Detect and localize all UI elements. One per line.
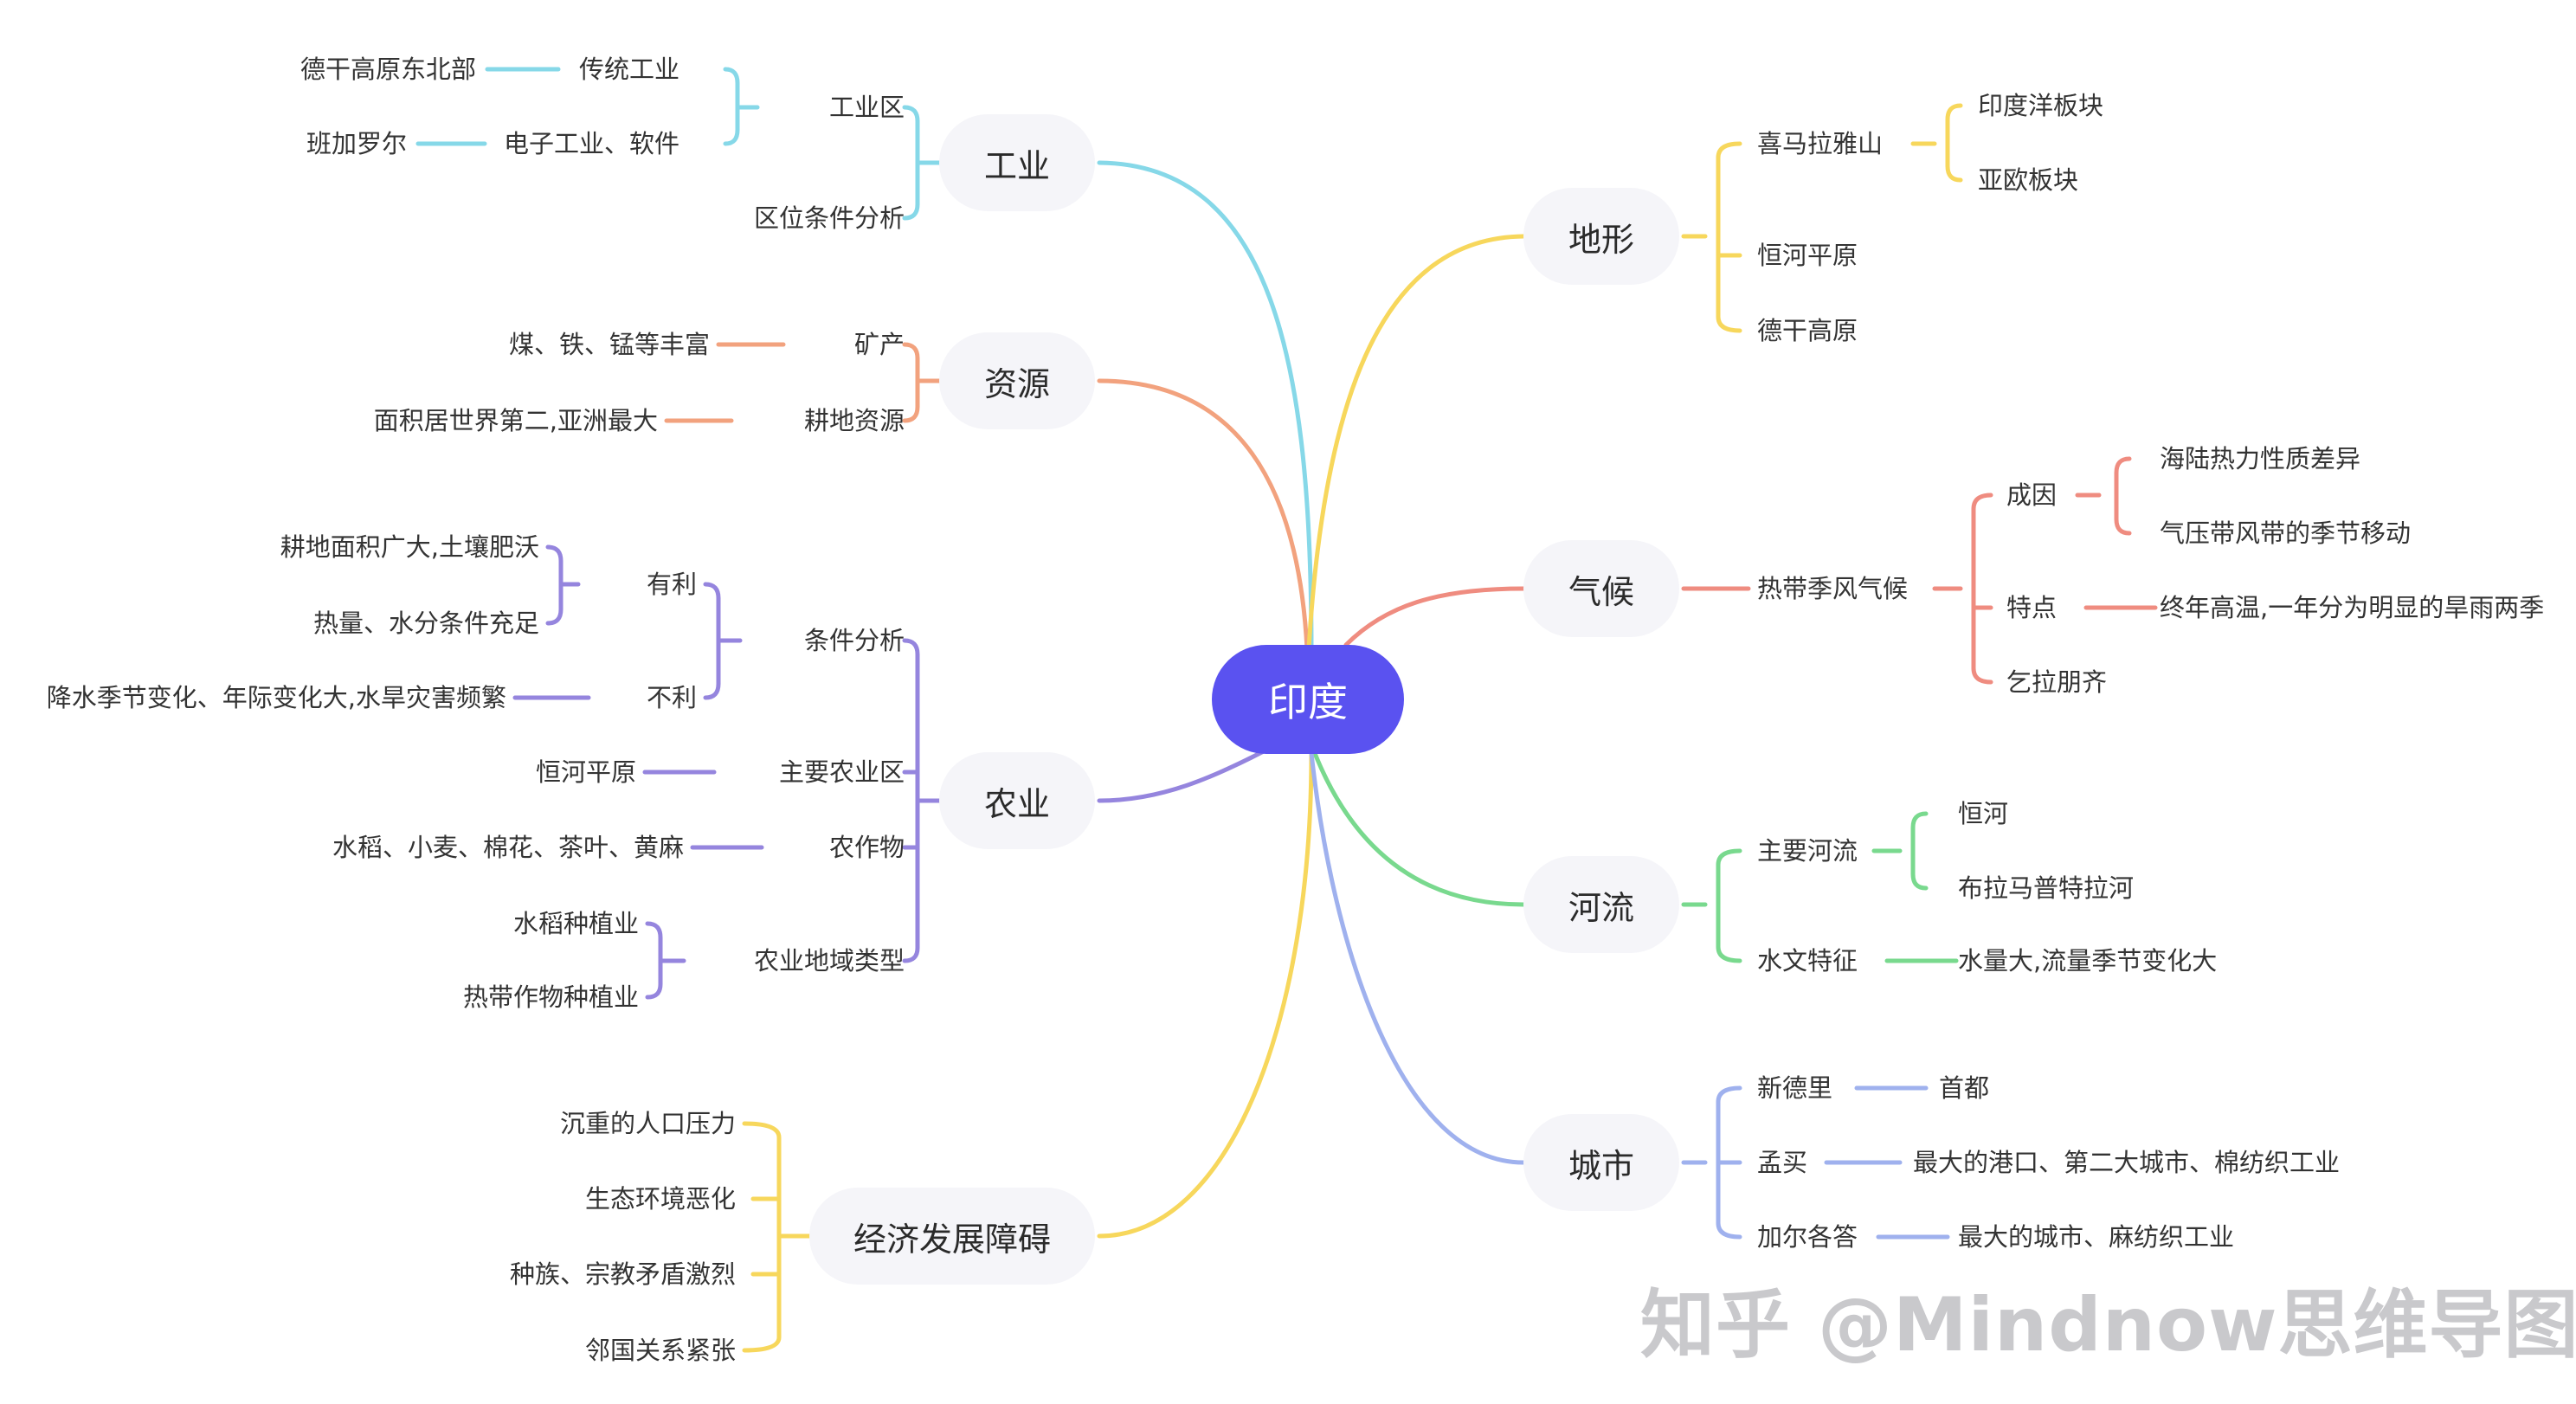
watermark: 知乎 @Mindnow思维导图 xyxy=(1640,1282,2576,1369)
climate-cause-2[interactable]: 气压带风带的季节移动 xyxy=(2160,518,2412,548)
node-resources[interactable]: 资源 xyxy=(939,332,1095,429)
node-rivers[interactable]: 河流 xyxy=(1523,856,1679,953)
node-industry[interactable]: 工业 xyxy=(939,114,1095,211)
resources-farmland-detail[interactable]: 面积居世界第二,亚洲最大 xyxy=(373,406,658,435)
node-terrain[interactable]: 地形 xyxy=(1523,188,1679,285)
climate-type[interactable]: 热带季风气候 xyxy=(1757,574,1909,603)
terrain-plate-2[interactable]: 亚欧板块 xyxy=(1978,165,2079,195)
cities-city-1[interactable]: 新德里 xyxy=(1757,1073,1833,1103)
industry-electronics-location[interactable]: 班加罗尔 xyxy=(306,129,407,158)
agri-type-1[interactable]: 水稻种植业 xyxy=(512,909,639,938)
agri-main-area[interactable]: 主要农业区 xyxy=(778,757,905,787)
resources-minerals[interactable]: 矿产 xyxy=(853,330,905,359)
connector-root-agriculture xyxy=(1097,742,1279,803)
connector-root-terrain xyxy=(1306,234,1526,652)
agri-type-2[interactable]: 热带作物种植业 xyxy=(462,982,639,1012)
node-cities[interactable]: 城市 xyxy=(1523,1114,1679,1211)
cities-city-1-detail[interactable]: 首都 xyxy=(1939,1073,1990,1103)
rivers-river-1[interactable]: 恒河 xyxy=(1958,799,2009,828)
industry-traditional-location[interactable]: 德干高原东北部 xyxy=(299,55,476,84)
connector-root-rivers xyxy=(1309,742,1526,907)
connector-root-climate xyxy=(1343,586,1526,647)
agri-conditions[interactable]: 条件分析 xyxy=(803,626,905,655)
rivers-hydro[interactable]: 水文特征 xyxy=(1757,946,1858,976)
rivers-river-2[interactable]: 布拉马普特拉河 xyxy=(1958,873,2135,903)
cities-city-3[interactable]: 加尔各答 xyxy=(1757,1222,1858,1252)
terrain-plate-1[interactable]: 印度洋板块 xyxy=(1978,91,2104,120)
rivers-hydro-detail[interactable]: 水量大,流量季节变化大 xyxy=(1958,946,2218,976)
obstacle-item-1[interactable]: 沉重的人口压力 xyxy=(559,1109,736,1138)
agri-unfavorable[interactable]: 不利 xyxy=(646,683,697,712)
agri-main-area-detail[interactable]: 恒河平原 xyxy=(535,757,636,787)
node-climate[interactable]: 气候 xyxy=(1523,540,1679,637)
climate-feature[interactable]: 特点 xyxy=(2006,593,2058,622)
root-node[interactable]: 印度 xyxy=(1212,645,1404,754)
agri-crops-detail[interactable]: 水稻、小麦、棉花、茶叶、黄麻 xyxy=(332,833,684,862)
industry-location-analysis[interactable]: 区位条件分析 xyxy=(753,203,905,233)
agri-crops[interactable]: 农作物 xyxy=(828,833,905,862)
obstacle-item-2[interactable]: 生态环境恶化 xyxy=(584,1184,736,1214)
climate-city[interactable]: 乞拉朋齐 xyxy=(2006,667,2108,697)
connector-root-obstacles xyxy=(1097,750,1314,1239)
rivers-main[interactable]: 主要河流 xyxy=(1757,836,1858,866)
industry-electronics[interactable]: 电子工业、软件 xyxy=(503,129,679,158)
agri-unfav-1[interactable]: 降水季节变化、年际变化大,水旱灾害频繁 xyxy=(46,683,506,712)
climate-cause-1[interactable]: 海陆热力性质差异 xyxy=(2160,444,2361,473)
connector-root-industry xyxy=(1097,160,1314,652)
cities-city-2[interactable]: 孟买 xyxy=(1757,1148,1808,1177)
agri-fav-1[interactable]: 耕地面积广大,土壤肥沃 xyxy=(280,532,539,562)
resources-farmland[interactable]: 耕地资源 xyxy=(803,406,905,435)
industry-zone[interactable]: 工业区 xyxy=(828,93,905,122)
node-agriculture[interactable]: 农业 xyxy=(939,752,1095,849)
resources-minerals-detail[interactable]: 煤、铁、锰等丰富 xyxy=(508,330,710,359)
obstacle-item-3[interactable]: 种族、宗教矛盾激烈 xyxy=(509,1259,736,1289)
agri-favorable[interactable]: 有利 xyxy=(646,570,697,599)
connector-root-resources xyxy=(1097,378,1310,652)
node-obstacles[interactable]: 经济发展障碍 xyxy=(809,1188,1095,1285)
terrain-deccan[interactable]: 德干高原 xyxy=(1757,316,1858,345)
agri-fav-2[interactable]: 热量、水分条件充足 xyxy=(312,609,539,638)
cities-city-2-detail[interactable]: 最大的港口、第二大城市、棉纺织工业 xyxy=(1913,1148,2341,1177)
climate-feature-detail[interactable]: 终年高温,一年分为明显的旱雨两季 xyxy=(2160,593,2545,622)
cities-city-3-detail[interactable]: 最大的城市、麻纺织工业 xyxy=(1958,1222,2235,1252)
connector-root-cities xyxy=(1309,750,1526,1165)
agri-types[interactable]: 农业地域类型 xyxy=(753,946,905,976)
terrain-himalaya[interactable]: 喜马拉雅山 xyxy=(1757,129,1884,158)
climate-cause[interactable]: 成因 xyxy=(2006,480,2058,510)
industry-traditional[interactable]: 传统工业 xyxy=(578,55,679,84)
terrain-ganges-plain[interactable]: 恒河平原 xyxy=(1757,241,1858,270)
obstacle-item-4[interactable]: 邻国关系紧张 xyxy=(584,1336,736,1365)
